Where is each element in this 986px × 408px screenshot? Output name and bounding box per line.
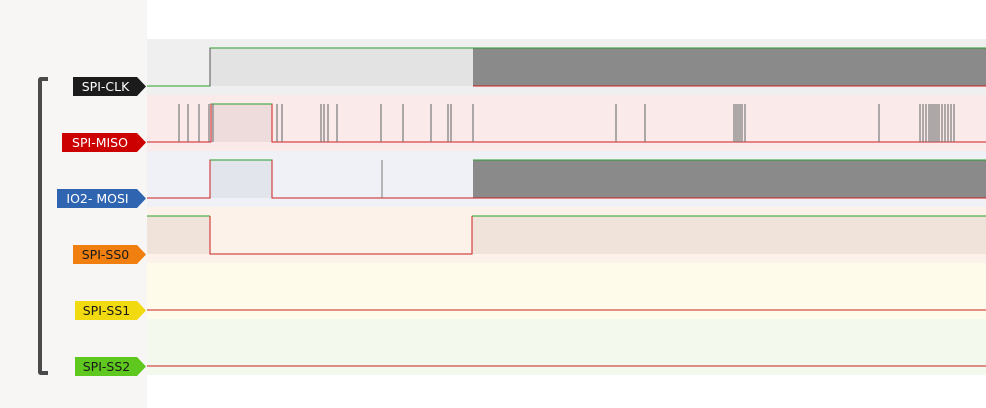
channel-label-text: SPI-SS1 <box>82 303 131 318</box>
ss0-wave-low <box>209 216 473 255</box>
channel-label-spi-clk[interactable]: SPI-CLK <box>73 77 146 96</box>
channel-label-spi-ss2[interactable]: SPI-SS2 <box>75 357 146 376</box>
waveform-area[interactable] <box>147 0 986 408</box>
mosi-pulse <box>210 160 272 198</box>
channel-label-spi-miso[interactable]: SPI-MISO <box>62 133 146 152</box>
channel-label-text: SPI-CLK <box>81 79 130 94</box>
channel-label-spi-ss0[interactable]: SPI-SS0 <box>73 245 146 264</box>
ss0-high-fill-a <box>147 216 210 254</box>
channel-band-ss1 <box>147 263 986 319</box>
channel-label-text: SPI-MISO <box>72 135 128 150</box>
channel-band-miso <box>147 95 986 151</box>
channel-label-spi-ss1[interactable]: SPI-SS1 <box>75 301 146 320</box>
channel-label-text: SPI-SS2 <box>82 359 131 374</box>
channel-group-bracket[interactable] <box>38 77 48 375</box>
miso-pulse <box>211 104 272 142</box>
clk-busy-region <box>473 48 986 86</box>
mosi-busy-region <box>473 160 986 198</box>
channel-label-text: IO2- MOSI <box>66 191 129 206</box>
clk-pulse <box>210 48 473 86</box>
channel-label-text: SPI-SS0 <box>81 247 130 262</box>
channel-label-io2-mosi[interactable]: IO2- MOSI <box>57 189 146 208</box>
waveform-canvas[interactable] <box>147 0 986 408</box>
ss0-high-fill-b <box>472 216 986 254</box>
channel-band-ss2 <box>147 319 986 375</box>
